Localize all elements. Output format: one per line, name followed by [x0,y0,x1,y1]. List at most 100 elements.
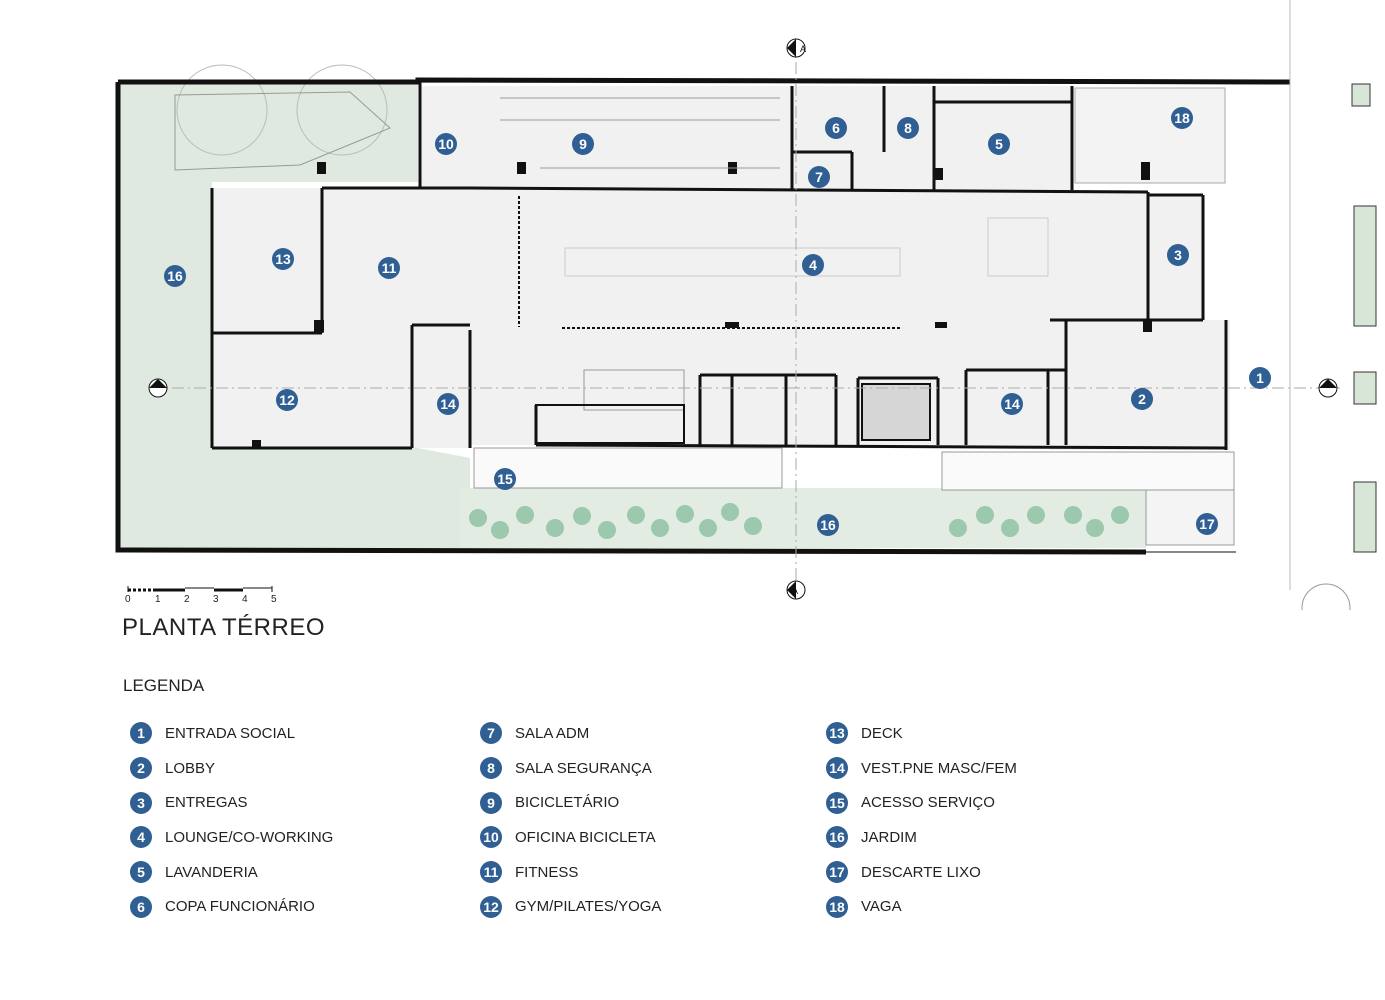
number-badge: 8 [480,757,502,780]
stair [535,404,685,444]
legend-label: VAGA [861,898,902,916]
sidewalk-planter [1353,481,1377,553]
number-badge: 2 [130,757,152,780]
legend-item: 12 GYM/PILATES/YOGA [480,889,661,924]
room-markers: 1 2 3 4 5 6 7 8 9 10 11 12 13 14 14 15 1… [164,107,1271,536]
svg-text:B: B [155,379,161,389]
number-badge: 16 [826,826,848,849]
legend-label: BICICLETÁRIO [515,794,620,812]
room-marker-2: 2 [1131,388,1153,410]
number-badge: 4 [130,826,152,849]
svg-text:17: 17 [1199,516,1215,532]
sidewalk-planter [1351,83,1371,107]
svg-text:3: 3 [1174,247,1182,263]
room-marker-10: 10 [435,133,457,155]
legend-label: FITNESS [515,863,579,881]
legend-item: 9 BICICLETÁRIO [480,785,661,820]
room-marker-12: 12 [276,389,298,411]
svg-text:6: 6 [832,120,840,136]
room-marker-16: 16 [164,265,186,287]
room-marker-17: 17 [1196,513,1218,535]
scale-bar [127,586,273,592]
street-tree [1301,583,1351,610]
bike-racks [500,97,780,169]
svg-text:18: 18 [1174,110,1190,126]
trash-area [1145,489,1235,546]
legend-item: 13 DECK [826,716,1017,751]
svg-text:2: 2 [1138,391,1146,407]
legend-label: LAVANDERIA [165,863,258,881]
number-badge: 7 [480,722,502,745]
svg-text:A: A [792,586,798,596]
drawing-title: PLANTA TÉRREO [122,614,325,641]
deck-outline [174,91,391,171]
svg-text:10: 10 [438,136,454,152]
svg-text:B: B [1325,379,1331,389]
number-badge: 9 [480,791,502,814]
number-badge: 1 [130,722,152,745]
scale-tick-label: 5 [271,594,277,605]
legend-item: 2 LOBBY [130,751,333,786]
legend-item: 8 SALA SEGURANÇA [480,751,661,786]
floor-lobby [1050,320,1230,450]
room-marker-16: 16 [817,514,839,536]
room-marker-1: 1 [1249,367,1271,389]
room-marker-14: 14 [437,393,459,415]
legend-item: 3 ENTREGAS [130,785,333,820]
number-badge: 18 [826,895,848,918]
legend-title: LEGENDA [123,676,205,695]
section-marker-b-left: B [148,378,168,398]
number-badge: 10 [480,826,502,849]
number-badge: 12 [480,895,502,918]
service-path [941,451,1235,491]
svg-text:14: 14 [440,396,456,412]
svg-text:5: 5 [995,136,1003,152]
number-badge: 3 [130,791,152,814]
legend-label: VEST.PNE MASC/FEM [861,759,1017,777]
coworking-table [564,247,901,277]
legend-label: GYM/PILATES/YOGA [515,898,662,916]
tree-canopy [176,64,268,156]
floor-bike-area [420,86,792,190]
legend-label: SALA ADM [515,724,590,742]
palm-plants [469,503,1129,539]
room-marker-11: 11 [378,257,400,279]
legend-label: ENTREGAS [165,794,248,812]
scale-tick-label: 4 [242,594,248,605]
legend-label: DECK [861,724,903,742]
legend-label: ACESSO SERVIÇO [861,794,995,812]
number-badge: 13 [826,722,848,745]
stair [583,369,685,411]
boundary-wall [115,82,1147,555]
svg-text:14: 14 [1004,396,1020,412]
legend-label: LOBBY [165,759,216,777]
scale-tick-label: 3 [213,594,219,605]
legend-label: OFICINA BICICLETA [515,828,656,846]
room-marker-5: 5 [988,133,1010,155]
sidewalk-planter [1353,371,1377,405]
room-marker-14: 14 [1001,393,1023,415]
svg-text:4: 4 [809,257,817,273]
room-marker-3: 3 [1167,244,1189,266]
legend-label: SALA SEGURANÇA [515,759,652,777]
svg-text:7: 7 [815,169,823,185]
room-marker-15: 15 [494,468,516,490]
service-path [473,447,783,489]
svg-text:8: 8 [904,120,912,136]
tree-canopy [296,64,388,156]
floor-deck [212,188,322,333]
room-marker-9: 9 [572,133,594,155]
number-badge: 6 [130,895,152,918]
scale-tick-label: 2 [184,594,190,605]
svg-text:12: 12 [279,392,295,408]
scale-tick-label: 0 [125,594,131,605]
